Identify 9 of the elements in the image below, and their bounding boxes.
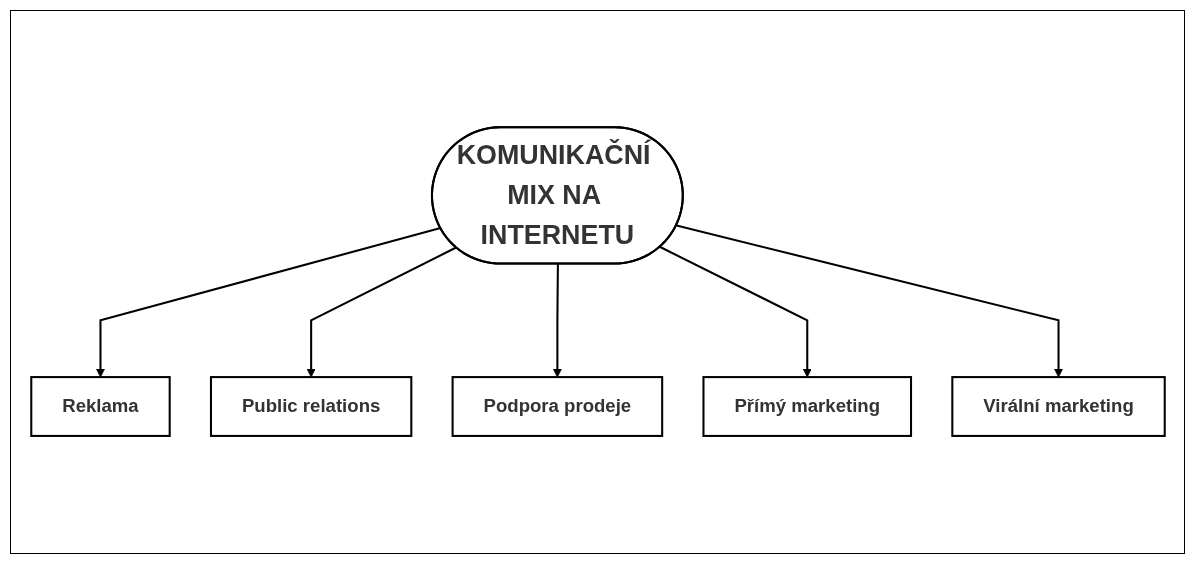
node-box: Podpora prodeje bbox=[451, 376, 663, 438]
node-box: Přímý marketing bbox=[701, 376, 912, 438]
arrow bbox=[552, 264, 562, 378]
arrow bbox=[306, 247, 457, 378]
node-box: Reklama bbox=[29, 376, 171, 438]
node-box: Public relations bbox=[209, 376, 412, 438]
node-box: Virální marketing bbox=[950, 376, 1166, 438]
arrow bbox=[675, 224, 1063, 378]
arrow bbox=[659, 246, 812, 378]
